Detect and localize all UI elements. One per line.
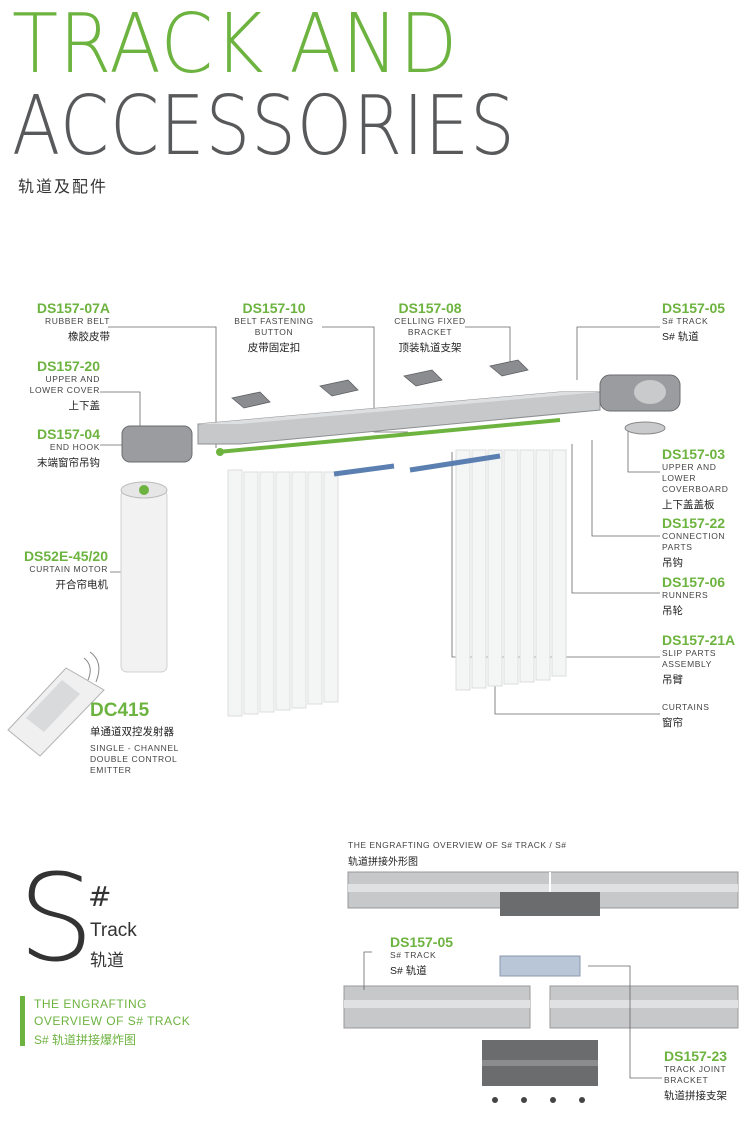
label-upper-lower-cover: DS157-20 UPPER AND LOWER COVER 上下盖 [29, 358, 100, 412]
engraft-line-3: S# 轨道拼接爆炸图 [34, 1033, 137, 1047]
label-belt-button: DS157-10 BELT FASTENING BUTTON 皮带固定扣 [234, 300, 314, 354]
label-rubber-belt: DS157-07A RUBBER BELT 橡胶皮带 [36, 300, 110, 343]
label-overview-track: DS157-05 S# TRACK S# 轨道 [390, 934, 454, 977]
ceiling-brackets [231, 359, 529, 409]
label-coverboard: DS157-03 UPPER AND LOWER COVERBOARD 上下盖盖… [662, 446, 729, 511]
remote-graphic [7, 651, 105, 757]
label-runners: DS157-06 RUNNERS 吊轮 [662, 574, 726, 617]
s-letter: S [18, 850, 95, 989]
engraft-line-2: OVERVIEW OF S# TRACK [34, 1014, 191, 1028]
label-joint-bracket: DS157-23 TRACK JOINT BRACKET 轨道拼接支架 [664, 1048, 728, 1102]
engraft-line-1: THE ENGRAFTING [34, 997, 148, 1011]
label-curtain-motor: DS52E-45/20 CURTAIN MOTOR 开合帘电机 [23, 548, 108, 591]
overview-title-cn: 轨道拼接外形图 [348, 857, 418, 868]
overview-title-en: THE ENGRAFTING OVERVIEW OF S# TRACK / S# [348, 840, 567, 850]
track-name-en: Track [90, 920, 137, 941]
title-line-2: ACCESSORIES [12, 79, 516, 174]
label-connection-parts: DS157-22 CONNECTION PARTS 吊钩 [662, 515, 726, 569]
title-chinese: 轨道及配件 [18, 177, 109, 196]
label-s-track: DS157-05 S# TRACK S# 轨道 [662, 300, 726, 343]
sharp-symbol: # [88, 880, 112, 913]
label-ceiling-bracket: DS157-08 CELLING FIXED BRACKET 顶装轨道支架 [394, 300, 466, 354]
label-slip-parts: DS157-21A SLIP PARTS ASSEMBLY 吊臂 [662, 632, 736, 686]
track-name-cn: 轨道 [90, 951, 124, 971]
engraft-accent-bar [20, 996, 25, 1046]
label-end-hook: DS157-04 END HOOK 末端窗帘吊钩 [36, 426, 100, 469]
label-remote: DC415 单通道双控发射器 SINGLE - CHANNEL DOUBLE C… [90, 700, 179, 775]
label-curtains: CURTAINS 窗帘 [662, 702, 710, 729]
title-line-1: TRACK AND [12, 0, 459, 92]
left-curtain [227, 469, 339, 717]
right-curtain [455, 449, 567, 691]
